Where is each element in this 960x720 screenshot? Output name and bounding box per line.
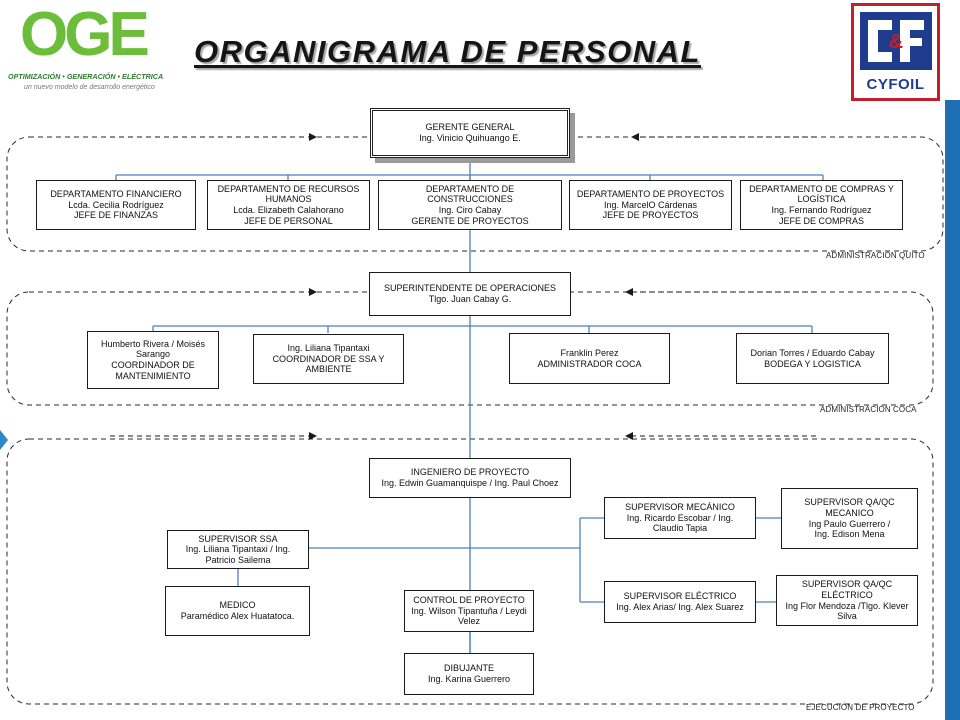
org-node-line: ELÉCTRICO [821,589,873,600]
page-title: ORGANIGRAMA DE PERSONAL [194,34,701,69]
cyfoil-logo-text: CYFOIL [866,76,925,93]
org-node-line: Ing. Alex Arias/ Ing. Alex Suarez [616,602,744,612]
org-node-line: HUMANOS [265,194,312,205]
org-node-line: DEPARTAMENTO DE [425,183,515,194]
org-node-line: JEFE DE FINANZAS [73,210,158,221]
org-node-line: SUPERVISOR QA/QC [804,497,895,508]
org-node-line: Ing. Liliana Tipantaxi [287,343,370,354]
org-node-line: Ing. Edwin Guamanquispe / Ing. Paul Choe… [381,478,559,488]
org-node-line: ADMINISTRADOR COCA [537,358,642,369]
org-node-line: Ing. Vinicio Quihuango E. [419,133,521,143]
org-node-line: SUPERINTENDENTE DE OPERACIONES [383,283,557,294]
org-node-line: MECANICO [825,507,874,518]
org-node-line: AMBIENTE [305,364,352,375]
org-node-line: Humberto Rivera / Moisés [100,338,206,349]
org-node-line: Franklin Perez [560,347,619,358]
region-label-coca: ADMINISTRACIÓN COCA [820,405,917,414]
org-node-line: COORDINADOR DE SSA Y [272,353,385,364]
oge-logo-mark: OGE [20,0,150,69]
org-node-line: CONSTRUCCIONES [427,194,513,205]
org-node-line: INGENIERO DE PROYECTO [410,467,530,478]
org-node-line: GERENTE GENERAL [425,122,515,133]
org-node-line: DEPARTAMENTO FINANCIERO [50,189,182,200]
org-node-line: DEPARTAMENTO DE COMPRAS Y [749,183,894,194]
org-node-line: Sarango [135,349,171,360]
org-node-line: Silva [837,611,857,622]
side-accent-bar [945,100,960,720]
org-node-line: BODEGA Y LOGISTICA [764,358,861,369]
org-node-line: Lcda. Cecilia Rodríguez [68,199,164,210]
org-node-line: DEPARTAMENTO DE PROYECTOS [576,189,725,200]
org-node-line: GERENTE DE PROYECTOS [411,215,529,226]
svg-text:&: & [889,31,903,53]
org-node-line: JEFE DE COMPRAS [778,215,864,226]
org-node-line: Ing Paulo Guerrero / [808,518,891,529]
org-node-line: DIBUJANTE [443,663,494,674]
org-node-line: Velez [457,616,481,627]
org-node-line: Ing. Ricardo Escobar / Ing. [626,512,734,523]
org-node-line: SUPERVISOR MECÁNICO [625,502,735,513]
region-label-quito: ADMINISTRACIÓN QUITO [826,251,925,260]
org-node-line: LOGÍSTICA [797,194,846,205]
org-node-line: Tlgo. Juan Cabay G. [428,294,512,304]
org-node-line: JEFE DE PROYECTOS [602,210,699,221]
org-node-line: Ing. Edison Mena [814,529,885,540]
org-node-line: Ing. Wilson Tipantuña / Leydi [411,605,527,616]
org-node-line: Ing. Fernando Rodríguez [771,205,872,215]
org-node-line: Ing. MarcelO Cárdenas [603,199,698,210]
org-node-line: Ing Flor Mendoza /Tlgo. Klever [785,600,909,611]
cyfoil-logo: & CYFOIL [851,3,940,101]
org-node-line: JEFE DE PERSONAL [244,215,333,226]
oge-logo-tagline: OPTIMIZACIÓN • GENERACIÓN • ELÉCTRICA [8,72,164,81]
region-label-project: EJECUCIÓN DE PROYECTO [806,703,915,712]
org-node-line: Paramédico Alex Huatatoca. [180,611,295,621]
org-node-line: MEDICO [219,600,256,611]
org-node-line: Ing. Ciro Cabay [438,205,502,215]
oge-logo-slogan: un nuevo modelo de desarrollo energético [24,84,155,91]
org-node-line: SUPERVISOR SSA [198,533,278,544]
org-node-line: Patricio Sailema [205,554,271,565]
org-node-line: CONTROL DE PROYECTO [413,595,525,606]
org-node-line: Dorian Torres / Eduardo Cabay [750,347,875,358]
org-node-line: Lcda. Elizabeth Calahorano [233,205,344,215]
org-node-line: COORDINADOR DE [111,360,195,370]
org-node-line: SUPERVISOR QA/QC [801,579,893,590]
org-node-line: Ing. Karina Guerrero [427,674,511,684]
oge-logo: OGE OPTIMIZACIÓN • GENERACIÓN • ELÉCTRIC… [8,4,183,94]
cyfoil-logo-mark: & [860,12,932,70]
org-node-line: DEPARTAMENTO DE RECURSOS [217,183,360,194]
left-accent-mark [0,430,8,450]
org-node-line: SUPERVISOR ELÉCTRICO [623,591,737,602]
org-node-line: MANTENIMIENTO [115,370,191,381]
org-node-line: Claudio Tapia [652,523,708,534]
org-node-line: Ing. Liliana Tipantaxi / Ing. [185,544,291,555]
